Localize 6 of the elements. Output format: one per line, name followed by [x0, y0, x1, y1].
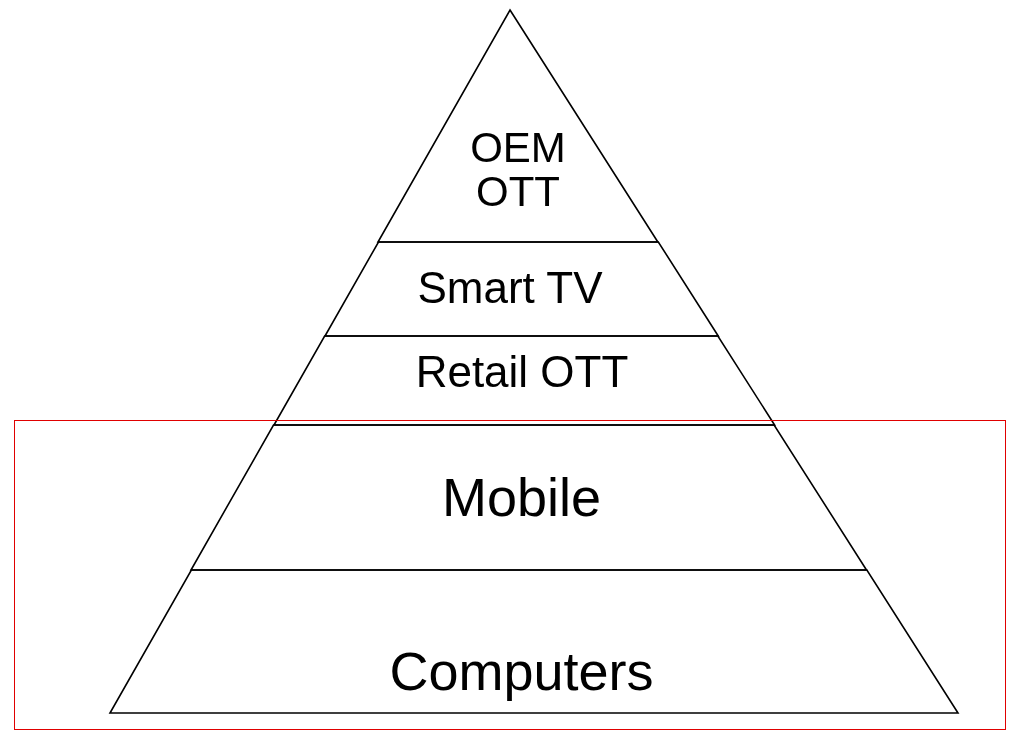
tier-label: Mobile: [441, 469, 602, 526]
tier-label: Retail OTT: [415, 349, 629, 396]
tier-label: OEM OTT: [469, 126, 567, 215]
tier-label: Computers: [389, 643, 654, 700]
tier-label: Smart TV: [417, 265, 603, 312]
highlight-frame: [14, 420, 1006, 730]
